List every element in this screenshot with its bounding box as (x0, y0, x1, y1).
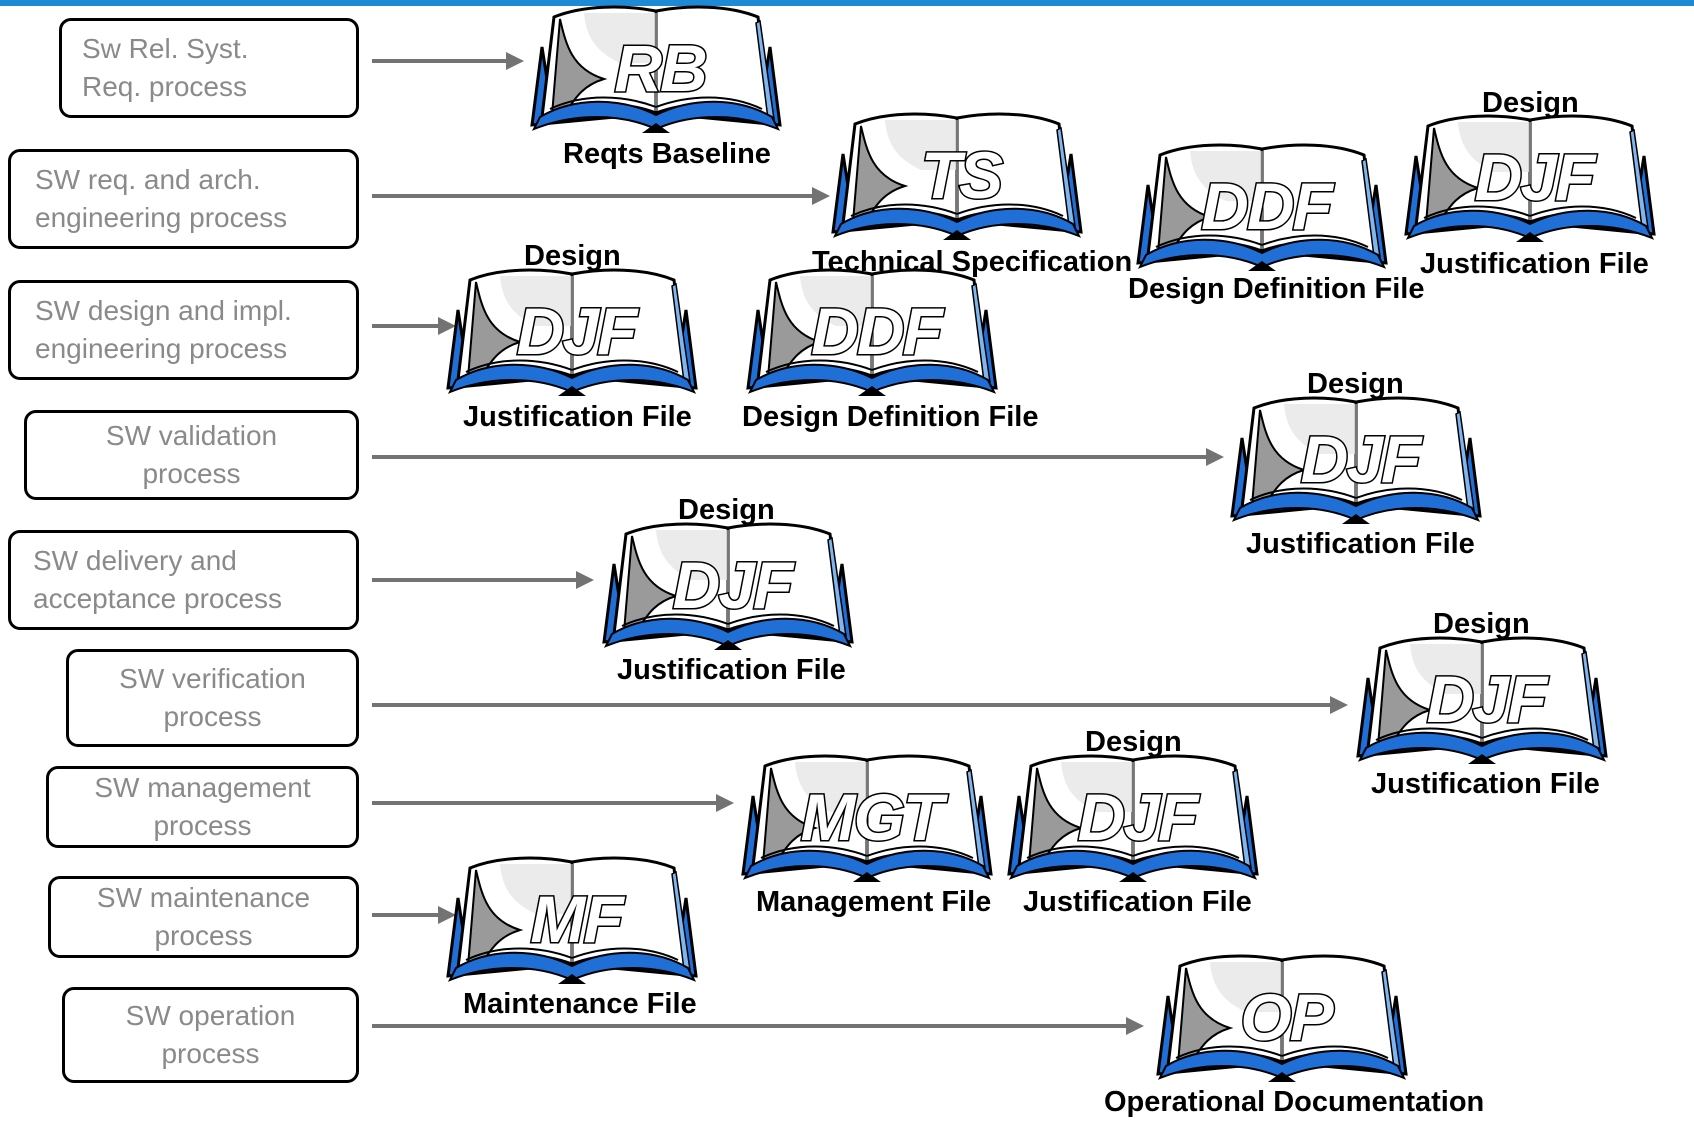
book-abbr: DJF (673, 548, 795, 622)
book-abbr: DDF (1201, 169, 1334, 243)
process-label-line: process (142, 458, 241, 489)
process-box-sw-verification[interactable]: SW verification process (66, 649, 359, 747)
book-label: Design Definition File (1128, 273, 1425, 305)
process-label-line: SW management (94, 772, 311, 803)
book-top-label: Design (678, 494, 775, 526)
book-icon-djf: DJF (1398, 114, 1662, 244)
process-label-line: Req. process (82, 71, 247, 102)
process-label-line: acceptance process (33, 583, 283, 614)
process-box-sw-validation[interactable]: SW validation process (24, 410, 359, 500)
arrow-to-djf-design (372, 317, 456, 335)
book-abbr: DJF (1427, 662, 1549, 736)
process-label-line: SW maintenance (96, 882, 311, 913)
book-top-label: Design (1307, 368, 1404, 400)
book-label: Management File (756, 886, 992, 918)
book-abbr: RB (614, 31, 706, 105)
book-icon-djf: DJF (1224, 396, 1488, 526)
book-label: Justification File (1023, 886, 1252, 918)
top-accent-rule (0, 0, 1694, 6)
book-top-label: Design (1433, 608, 1530, 640)
book-label: Design Definition File (742, 401, 1039, 433)
process-label-line: SW delivery and (33, 545, 237, 576)
arrow-to-mgt (372, 794, 734, 812)
process-label-line: SW req. and arch. (35, 164, 261, 195)
book-abbr: MF (530, 882, 625, 956)
book-label: Justification File (1371, 768, 1600, 800)
arrow-to-djf-validation (372, 448, 1224, 466)
book-icon-rb: RB (524, 5, 788, 135)
arrow-to-ts (372, 187, 830, 205)
book-icon-djf: DJF (440, 268, 704, 398)
process-box-sw-delivery[interactable]: SW delivery and acceptance process (8, 530, 359, 630)
book-abbr: DJF (1078, 780, 1200, 854)
process-box-sw-design-impl[interactable]: SW design and impl. engineering process (8, 280, 359, 380)
process-box-sw-maintenance[interactable]: SW maintenance process (48, 876, 359, 958)
book-abbr: DDF (811, 294, 944, 368)
book-icon-djf: DJF (1001, 754, 1265, 884)
book-label: Maintenance File (463, 988, 697, 1020)
book-abbr: MGT (801, 780, 948, 854)
book-label: Justification File (1246, 528, 1475, 560)
book-abbr: TS (921, 138, 1003, 212)
book-abbr: DJF (1301, 422, 1423, 496)
process-label-line: Sw Rel. Syst. (82, 33, 249, 64)
process-label-line: process (154, 920, 253, 951)
process-label-line: engineering process (35, 333, 288, 364)
process-label-line: SW verification (119, 663, 306, 694)
process-label-line: process (161, 1038, 260, 1069)
book-icon-djf: DJF (596, 522, 860, 652)
book-icon-mgt: MGT (735, 754, 999, 884)
process-label-line: engineering process (35, 202, 288, 233)
process-box-sw-rel-syst-req[interactable]: Sw Rel. Syst. Req. process (59, 18, 359, 118)
book-label: Justification File (1420, 248, 1649, 280)
book-icon-ts: TS (825, 112, 1089, 242)
arrow-to-rb (372, 52, 524, 70)
process-label-line: process (153, 810, 252, 841)
arrow-to-op (372, 1017, 1144, 1035)
process-label-line: SW design and impl. (35, 295, 292, 326)
book-top-label: Design (1085, 726, 1182, 758)
book-label: Justification File (463, 401, 692, 433)
arrow-to-djf-verification (372, 696, 1348, 714)
book-abbr: OP (1240, 980, 1334, 1054)
book-icon-ddf: DDF (740, 268, 1004, 398)
book-icon-djf: DJF (1350, 636, 1614, 766)
book-abbr: DJF (1475, 140, 1597, 214)
book-top-label: Design (1482, 87, 1579, 119)
process-label-line: process (163, 701, 262, 732)
arrow-to-djf-delivery (372, 571, 594, 589)
book-icon-ddf: DDF (1130, 143, 1394, 273)
book-abbr: DJF (517, 294, 639, 368)
book-label: Justification File (617, 654, 846, 686)
arrow-to-mf (372, 906, 456, 924)
process-box-sw-management[interactable]: SW management process (46, 766, 359, 848)
book-label: Reqts Baseline (563, 138, 771, 170)
book-icon-mf: MF (440, 856, 704, 986)
book-label: Operational Documentation (1104, 1086, 1485, 1118)
book-icon-op: OP (1150, 954, 1414, 1084)
book-top-label: Design (524, 240, 621, 272)
process-label-line: SW validation (105, 420, 278, 451)
process-label-line: SW operation (125, 1000, 296, 1031)
process-box-sw-req-arch[interactable]: SW req. and arch. engineering process (8, 149, 359, 249)
process-box-sw-operation[interactable]: SW operation process (62, 987, 359, 1083)
